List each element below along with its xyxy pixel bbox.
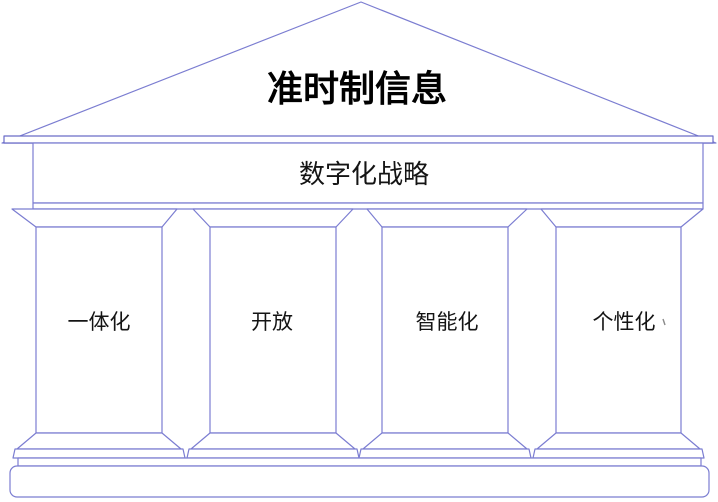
pillar-4-capital bbox=[540, 208, 704, 228]
pillar-3-base-flare bbox=[362, 432, 528, 450]
pillar-2-base-flare bbox=[190, 432, 356, 450]
pillar-1-base-flare bbox=[16, 432, 182, 450]
pillar-3-shaft bbox=[381, 226, 509, 434]
stray-mark bbox=[662, 318, 666, 326]
pillar-1-capital bbox=[11, 208, 178, 228]
pillar-3-label: 智能化 bbox=[416, 311, 479, 334]
pillar-2-capital bbox=[192, 208, 354, 228]
pillar-4-label: 个性化 bbox=[593, 311, 656, 334]
pillar-1-shaft bbox=[35, 226, 163, 434]
pillar-1-plinth bbox=[12, 448, 186, 459]
pillar-2-label: 开放 bbox=[251, 311, 293, 334]
pillar-2-shaft bbox=[209, 226, 337, 434]
pillar-4-shaft bbox=[555, 226, 682, 434]
pillar-2-plinth bbox=[186, 448, 360, 459]
beam-ledge bbox=[32, 202, 704, 210]
pillar-3-capital bbox=[366, 208, 528, 228]
pediment-title: 准时制信息 bbox=[267, 68, 447, 109]
pillar-4-base-flare bbox=[536, 432, 701, 450]
pillar-1-label: 一体化 bbox=[68, 311, 131, 334]
pillar-3-plinth bbox=[358, 448, 532, 459]
cornice-bar bbox=[3, 135, 714, 144]
foundation-step bbox=[17, 457, 702, 467]
beam-label: 数字化战略 bbox=[299, 159, 429, 189]
pillar-4-plinth bbox=[532, 448, 705, 459]
entablature-beam bbox=[32, 142, 704, 204]
foundation-slab bbox=[9, 465, 710, 498]
